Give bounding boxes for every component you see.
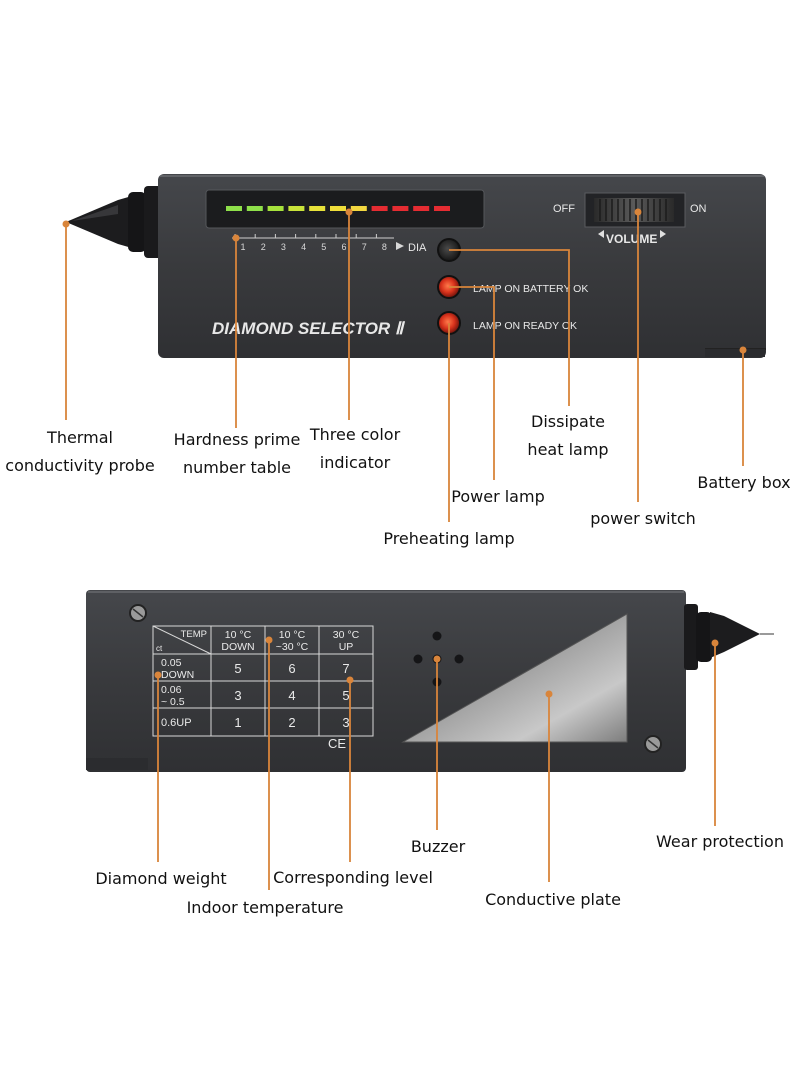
volume-label: VOLUME: [606, 232, 657, 246]
table-cell-text: 1: [234, 715, 241, 730]
table-cell-text: DOWN: [221, 641, 254, 653]
callout-dissipate-line1: Dissipate: [531, 412, 605, 431]
callout-hardness-line2: number table: [182, 458, 292, 477]
callout-power-lamp: Power lamp: [448, 483, 548, 511]
callout-buzzer-text: Buzzer: [410, 837, 466, 856]
table-cell-text: 4: [288, 688, 295, 703]
callout-indoor-temperature-text: Indoor temperature: [186, 898, 344, 917]
table-cell-text: UP: [339, 641, 354, 653]
led-segment: [267, 206, 284, 211]
battery-box-cover: [705, 349, 765, 357]
scale-number: 5: [321, 242, 326, 252]
scale-number: 2: [261, 242, 266, 252]
table-cell-text: 30 °C: [333, 629, 360, 641]
switch-off-label: OFF: [553, 203, 575, 215]
table-cell-text: TEMP: [181, 629, 207, 640]
callout-power-lamp-text: Power lamp: [451, 487, 545, 506]
callout-power-switch: power switch: [583, 505, 703, 533]
table-cell-text: 5: [342, 688, 349, 703]
hardness-scale: 1 2 3 4 5 6 7 8: [232, 234, 394, 252]
callout-buzzer: Buzzer: [400, 833, 476, 861]
led-segment: [309, 206, 326, 211]
conductive-plate: [401, 613, 628, 743]
table-cell-text: ~30 °C: [276, 641, 309, 653]
callout-corresponding-level: Corresponding level: [268, 864, 438, 892]
callout-three-color-line2: indicator: [319, 453, 391, 472]
scale-number: 1: [240, 242, 245, 252]
led-segment: [330, 206, 346, 211]
callout-thermal-probe-line2: conductivity probe: [5, 456, 155, 475]
callout-wear-protection-text: Wear protection: [656, 832, 784, 851]
callout-power-switch-text: power switch: [590, 509, 696, 528]
brand-label: DIAMOND SELECTOR Ⅱ: [212, 319, 406, 338]
top-device: 1 2 3 4 5 6 7 8 DIA LAMP ON BATTERY OK LAMP ON …: [66, 174, 766, 358]
callout-wear-protection: Wear protection: [645, 828, 795, 856]
three-color-indicator: [226, 206, 450, 211]
table-cell-text: 3: [234, 688, 241, 703]
table-cell-text: 0.6UP: [161, 717, 192, 729]
table-corner-diagonal: [152, 625, 212, 655]
wear-protection-tip: [710, 612, 760, 658]
volume-left-arrow: [598, 230, 604, 238]
callout-hardness-table: Hardness prime number table: [170, 426, 304, 482]
callout-hardness-line1: Hardness prime: [173, 430, 301, 449]
table-cell-text: ~ 0.5: [161, 696, 185, 708]
callout-conductive-plate: Conductive plate: [476, 886, 630, 914]
switch-on-label: ON: [690, 203, 707, 215]
table-cell-text: 3: [342, 715, 349, 730]
callout-indoor-temperature: Indoor temperature: [180, 894, 350, 922]
scale-number: 8: [382, 242, 387, 252]
callout-three-color-line1: Three color: [309, 425, 401, 444]
table-cell-text: ct: [156, 644, 163, 653]
table-cell-text: 5: [234, 661, 241, 676]
table-cell-text: 0.06: [161, 684, 182, 696]
callout-battery-box-text: Battery box: [697, 473, 791, 492]
led-segment: [413, 206, 430, 211]
buzzer-holes: [413, 631, 464, 687]
callout-thermal-probe: Thermal conductivity probe: [5, 424, 155, 480]
callout-preheating-text: Preheating lamp: [383, 529, 515, 548]
table-cell-text: DOWN: [161, 669, 194, 681]
led-segment: [371, 206, 388, 211]
scale-dia-label: DIA: [408, 242, 427, 254]
led-segment: [392, 206, 409, 211]
callout-dissipate-line2: heat lamp: [527, 440, 609, 459]
scale-number: 4: [301, 242, 306, 252]
led-segment: [246, 206, 263, 211]
callout-diamond-weight-text: Diamond weight: [95, 869, 227, 888]
callout-thermal-probe-line1: Thermal: [47, 428, 113, 447]
callout-three-color: Three color indicator: [305, 421, 405, 477]
led-segment: [288, 206, 305, 211]
lamp-battery-text: LAMP ON BATTERY OK: [473, 283, 588, 295]
ce-mark: CE: [328, 736, 346, 751]
scale-number: 3: [281, 242, 286, 252]
scale-number: 7: [362, 242, 367, 252]
callout-diamond-weight: Diamond weight: [88, 865, 234, 893]
callout-corresponding-level-text: Corresponding level: [273, 868, 433, 887]
led-segment: [350, 206, 367, 211]
table-cell-text: 10 °C: [225, 629, 252, 641]
callout-conductive-plate-text: Conductive plate: [485, 890, 621, 909]
table-cell-text: 0.05: [161, 657, 182, 669]
callout-preheating-lamp: Preheating lamp: [379, 525, 519, 553]
table-cell-text: 2: [288, 715, 295, 730]
lamp-ready-text: LAMP ON READY OK: [473, 320, 577, 332]
leader-lines: [65, 212, 744, 890]
table-cell-text: 6: [288, 661, 295, 676]
led-segment: [434, 206, 450, 211]
wear-protection-collar: [684, 604, 698, 670]
table-cell-text: 7: [342, 661, 349, 676]
led-segment: [226, 206, 242, 211]
thermal-probe-tip: [66, 196, 132, 248]
table-cell-text: 10 °C: [279, 629, 306, 641]
volume-right-arrow: [660, 230, 666, 238]
probe-collar: [128, 192, 146, 252]
leader-dots: [62, 208, 747, 698]
scale-number: 6: [341, 242, 346, 252]
callout-dissipate-lamp: Dissipate heat lamp: [520, 408, 616, 464]
callout-battery-box: Battery box: [690, 469, 798, 497]
